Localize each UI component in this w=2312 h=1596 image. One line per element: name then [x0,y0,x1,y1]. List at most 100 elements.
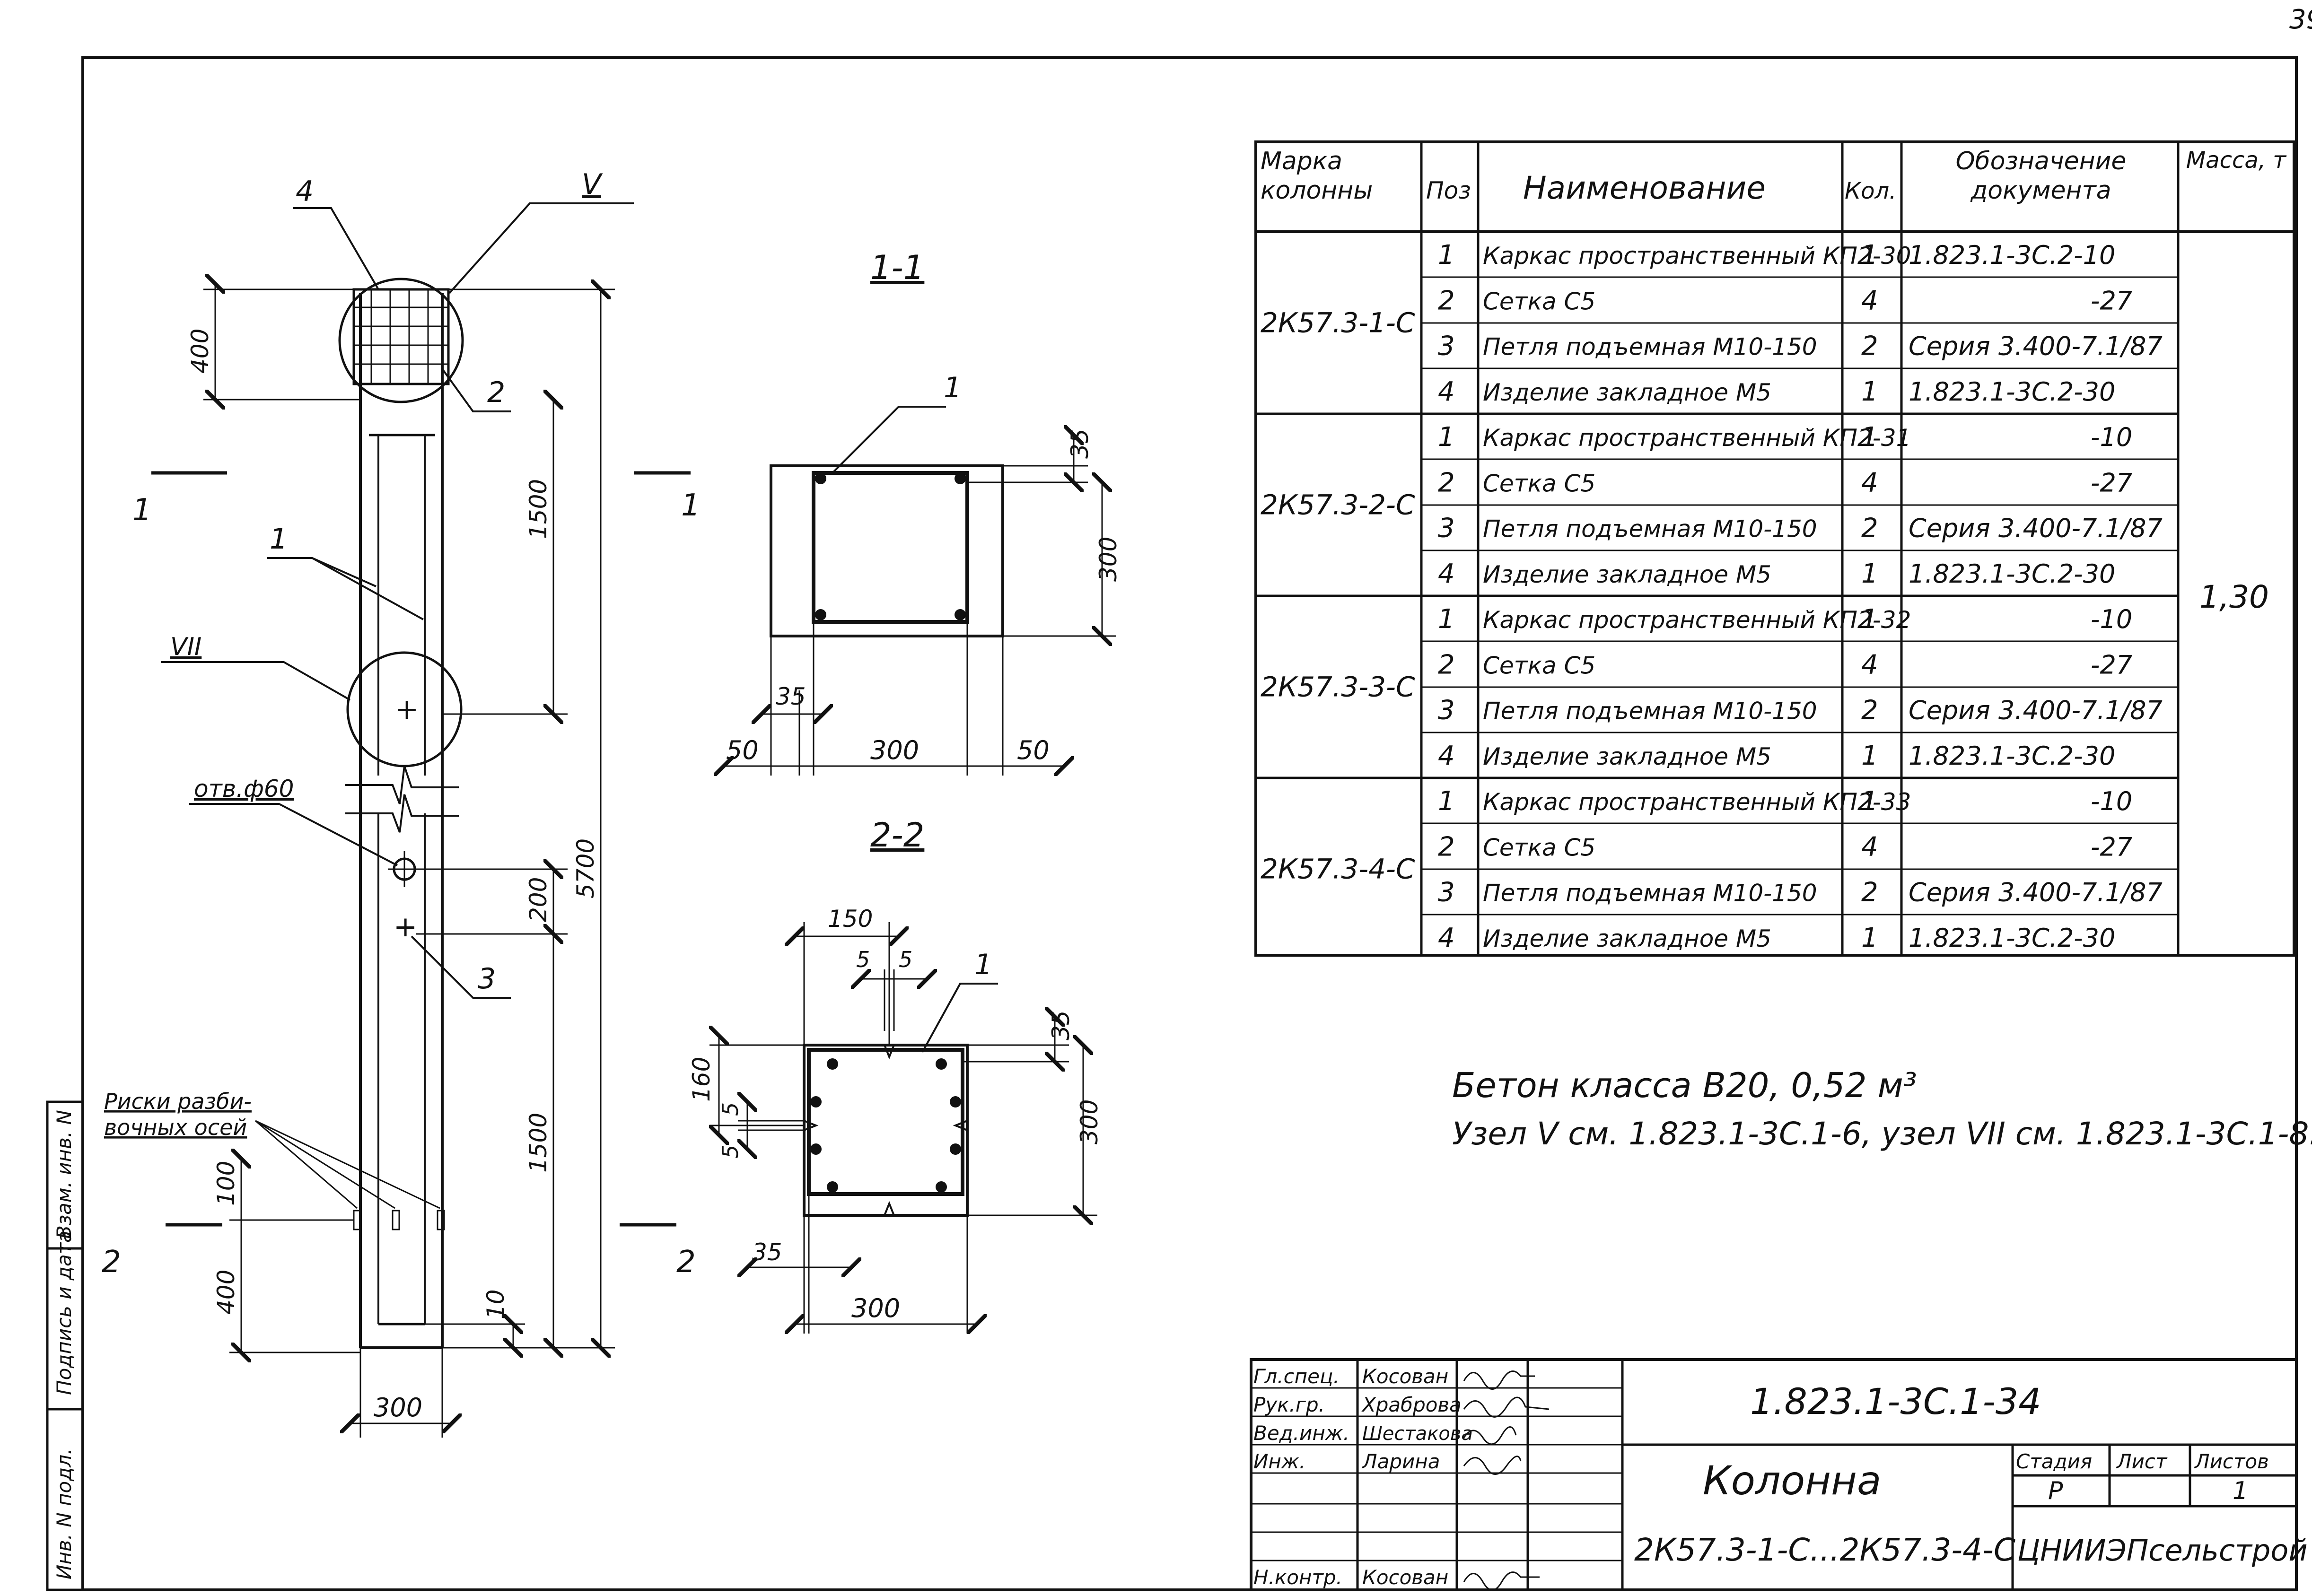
row-doc: Серия 3.400-7.1/87 [1909,696,2163,725]
sheets-value: 1 [2233,1477,2248,1505]
row-doc: -10 [2091,422,2132,452]
signer-role-3: Инж. [1253,1450,1305,1473]
row-doc: Серия 3.400-7.1/87 [1909,331,2163,361]
signer-role-4: Н.контр. [1253,1566,1342,1589]
row-doc: 1.823.1-3С.2-30 [1909,741,2115,771]
s22-dim-5-c: 5 [718,1102,743,1116]
row-pos: 2 [1438,649,1455,680]
header-doc: Обозначение документа [1955,147,2127,205]
row-doc: 1.823.1-3С.2-30 [1909,559,2115,589]
row-qty: 2 [1861,877,1878,908]
row-pos: 4 [1438,741,1455,771]
signer-name-4: Косован [1362,1566,1448,1589]
signer-name-2: Шестакова [1362,1423,1473,1445]
s22-dim-150: 150 [828,905,873,933]
signer-name-3: Ларина [1361,1450,1440,1473]
svg-text:+: + [395,693,419,726]
header-pos: Поз [1426,177,1471,204]
row-qty: 1 [1861,786,1878,817]
row-pos: 2 [1438,467,1455,498]
row-pos: 2 [1438,831,1455,862]
row-pos: 3 [1438,331,1455,362]
row-name: Изделие закладное М5 [1483,925,1771,952]
row-qty: 1 [1861,240,1878,270]
signer-name-0: Косован [1362,1365,1448,1388]
row-doc: Серия 3.400-7.1/87 [1909,514,2163,543]
marks-label-2: вочных осей [104,1115,247,1140]
s11-dim-50-left: 50 [726,735,759,765]
s11-dim-35-top: 35 [1066,428,1094,459]
product-name: Колонна [1703,1457,1881,1504]
row-doc: 1.823.1-3С.2-30 [1909,377,2115,407]
row-name: Изделие закладное М5 [1483,743,1771,770]
row-name: Каркас пространственный КП2-31 [1483,424,1911,452]
row-doc: 1.823.1-3С.2-10 [1909,240,2115,270]
organization: ЦНИИЭПсельстрой [2017,1533,2308,1568]
row-name: Каркас пространственный КП2-33 [1483,788,1911,816]
row-doc: -27 [2091,468,2132,497]
row-name: Каркас пространственный КП2-30 [1483,242,1911,270]
row-pos: 3 [1438,513,1455,544]
s11-dim-300-h: 300 [870,735,919,765]
column-elevation: V + VII отв.ф60 + 3 4 2 1 Риски разби- в… [102,168,701,1438]
section-1-1-title: 1-1 [870,248,924,287]
s22-dim-35-left: 35 [752,1238,782,1266]
spec-table: Марка колонны Поз Наименование Кол. Обоз… [1254,140,2295,957]
s11-dim-50-right: 50 [1017,735,1050,765]
marks-label-1: Риски разби- [104,1089,252,1114]
row-qty: 2 [1861,695,1878,726]
row-name: Сетка С5 [1483,652,1595,679]
row-qty: 1 [1861,604,1878,635]
side-stamp-sign: Подпись и дата [53,1230,76,1395]
dim-10: 10 [482,1289,509,1319]
signer-name-1: Храброва [1361,1393,1462,1416]
cut-1-left: 1 [132,493,152,528]
row-qty: 1 [1861,923,1878,953]
s22-dim-5-d: 5 [718,1145,743,1159]
node-v-label: V [582,168,603,201]
header-mass: Масса, т [2186,147,2286,174]
signer-role-2: Вед.инж. [1253,1422,1349,1445]
row-pos: 4 [1438,923,1455,953]
column-mark: 2К57.3-2-С [1261,489,1415,521]
page-number: 39 [2289,4,2312,35]
section-2-2-callout: 1 [974,948,992,981]
dim-300-bottom: 300 [374,1393,422,1422]
section-1-1: 1-1 1 35 300 35 50 300 50 [724,248,1122,776]
s11-dim-35-left: 35 [776,683,806,710]
header-mark: Марка колонны [1261,147,1373,205]
row-pos: 3 [1438,695,1455,726]
row-pos: 4 [1438,558,1455,589]
stage-value: Р [2048,1477,2063,1505]
row-pos: 2 [1438,285,1455,316]
callout-3: 3 [478,962,496,995]
stage-label: Стадия [2016,1450,2092,1473]
row-qty: 4 [1861,831,1878,862]
cut-2-left: 2 [102,1245,121,1280]
callout-1: 1 [270,523,288,556]
header-name: Наименование [1523,170,1766,206]
drawing-frame [81,56,2298,1591]
row-qty: 1 [1861,376,1878,407]
row-name: Сетка С5 [1483,470,1595,497]
side-stamp: Инв. N подл. Подпись и дата Взам. инв. N [46,1100,84,1591]
node-v-circle [338,278,464,403]
node-vii-label: VII [170,633,201,661]
row-name: Петля подъемная М10-150 [1483,333,1817,361]
s22-dim-5-a: 5 [856,947,870,972]
dim-200: 200 [525,877,552,922]
row-doc: -27 [2091,832,2132,862]
row-name: Сетка С5 [1483,834,1595,861]
row-pos: 1 [1438,786,1455,817]
row-qty: 4 [1861,285,1878,316]
note-concrete: Бетон класса В20, 0,52 м³ [1452,1065,1917,1105]
row-doc: 1.823.1-3С.2-30 [1909,923,2115,953]
side-stamp-inv: Инв. N подл. [53,1448,76,1580]
row-name: Петля подъемная М10-150 [1483,515,1817,543]
row-qty: 4 [1861,649,1878,680]
row-pos: 3 [1438,877,1455,908]
row-qty: 2 [1861,513,1878,544]
row-pos: 1 [1438,240,1455,270]
doc-code: 1.823.1-3С.1-34 [1750,1380,2041,1422]
